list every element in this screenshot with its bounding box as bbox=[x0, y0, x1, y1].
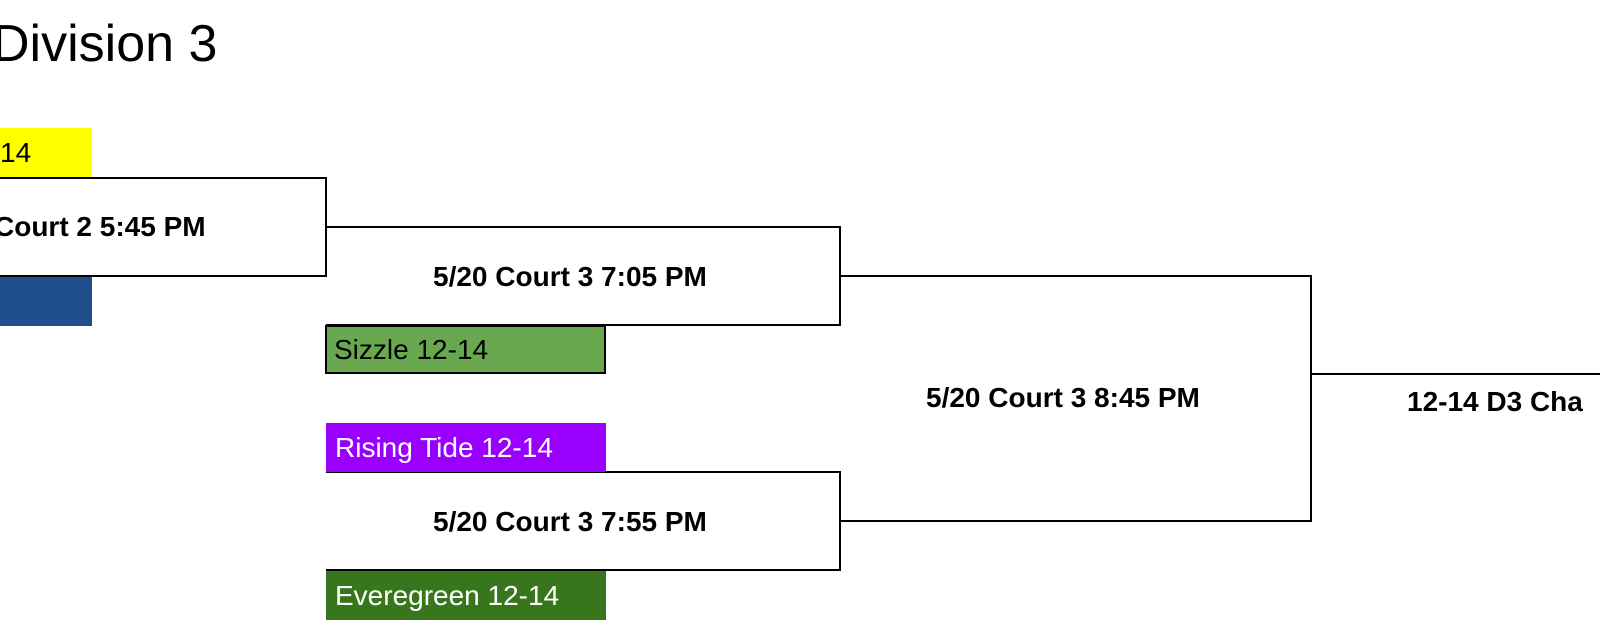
team-slot-everegreen: Everegreen 12-14 bbox=[326, 571, 606, 620]
team-slot-sizzle: Sizzle 12-14 bbox=[325, 325, 606, 374]
team-slot-navy-partial bbox=[0, 277, 92, 326]
page-title: Division 3 bbox=[0, 15, 218, 73]
game-semi-bottom-label: 5/20 Court 3 7:55 PM bbox=[433, 506, 707, 537]
game-round1-top-label: Court 2 5:45 PM bbox=[0, 211, 206, 242]
game-final-label: 5/20 Court 3 8:45 PM bbox=[926, 382, 1200, 413]
team-slot-rising-tide: Rising Tide 12-14 bbox=[326, 423, 606, 472]
team-slot-top-partial: 14 bbox=[0, 128, 92, 177]
final-bracket-line bbox=[840, 275, 1312, 522]
game-semi-top-label: 5/20 Court 3 7:05 PM bbox=[433, 261, 707, 292]
game-championship-label: 12-14 D3 Cha bbox=[1407, 386, 1583, 417]
